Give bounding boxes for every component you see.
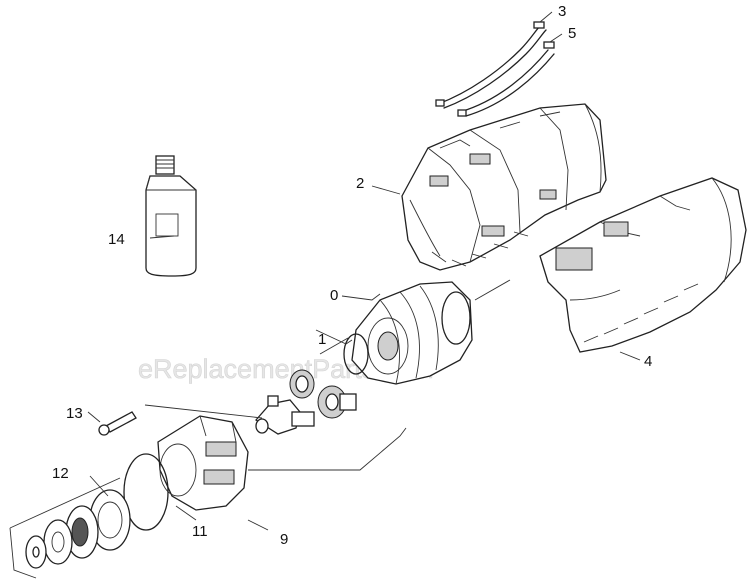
callout-4: 4: [644, 353, 652, 370]
part-upper-housing: [401, 103, 607, 271]
part-bearing-stack: [25, 489, 131, 569]
part-ring: [343, 333, 369, 375]
part-screw: [98, 411, 137, 436]
part-oil-bottle: [145, 155, 197, 277]
callout-12: 12: [52, 465, 69, 482]
part-front-housing: [157, 415, 249, 511]
part-lower-housing: [539, 177, 747, 353]
part-motor-assembly: [351, 281, 473, 385]
callout-labels: 3 5 2 4 14 0 1 13 12 11 9: [52, 3, 652, 548]
callout-0: 0: [330, 287, 338, 304]
part-cables: [435, 21, 555, 117]
part-gears: [289, 369, 357, 419]
leader-lines: [9, 11, 641, 579]
callout-14: 14: [108, 231, 125, 248]
callout-3: 3: [558, 3, 566, 20]
callout-13: 13: [66, 405, 83, 422]
callout-5: 5: [568, 25, 576, 42]
callout-11: 11: [192, 523, 208, 540]
callout-2: 2: [356, 175, 364, 192]
part-pump-head: [255, 395, 315, 435]
callout-9: 9: [280, 531, 288, 548]
part-gasket: [123, 453, 169, 531]
callout-1: 1: [318, 331, 326, 348]
